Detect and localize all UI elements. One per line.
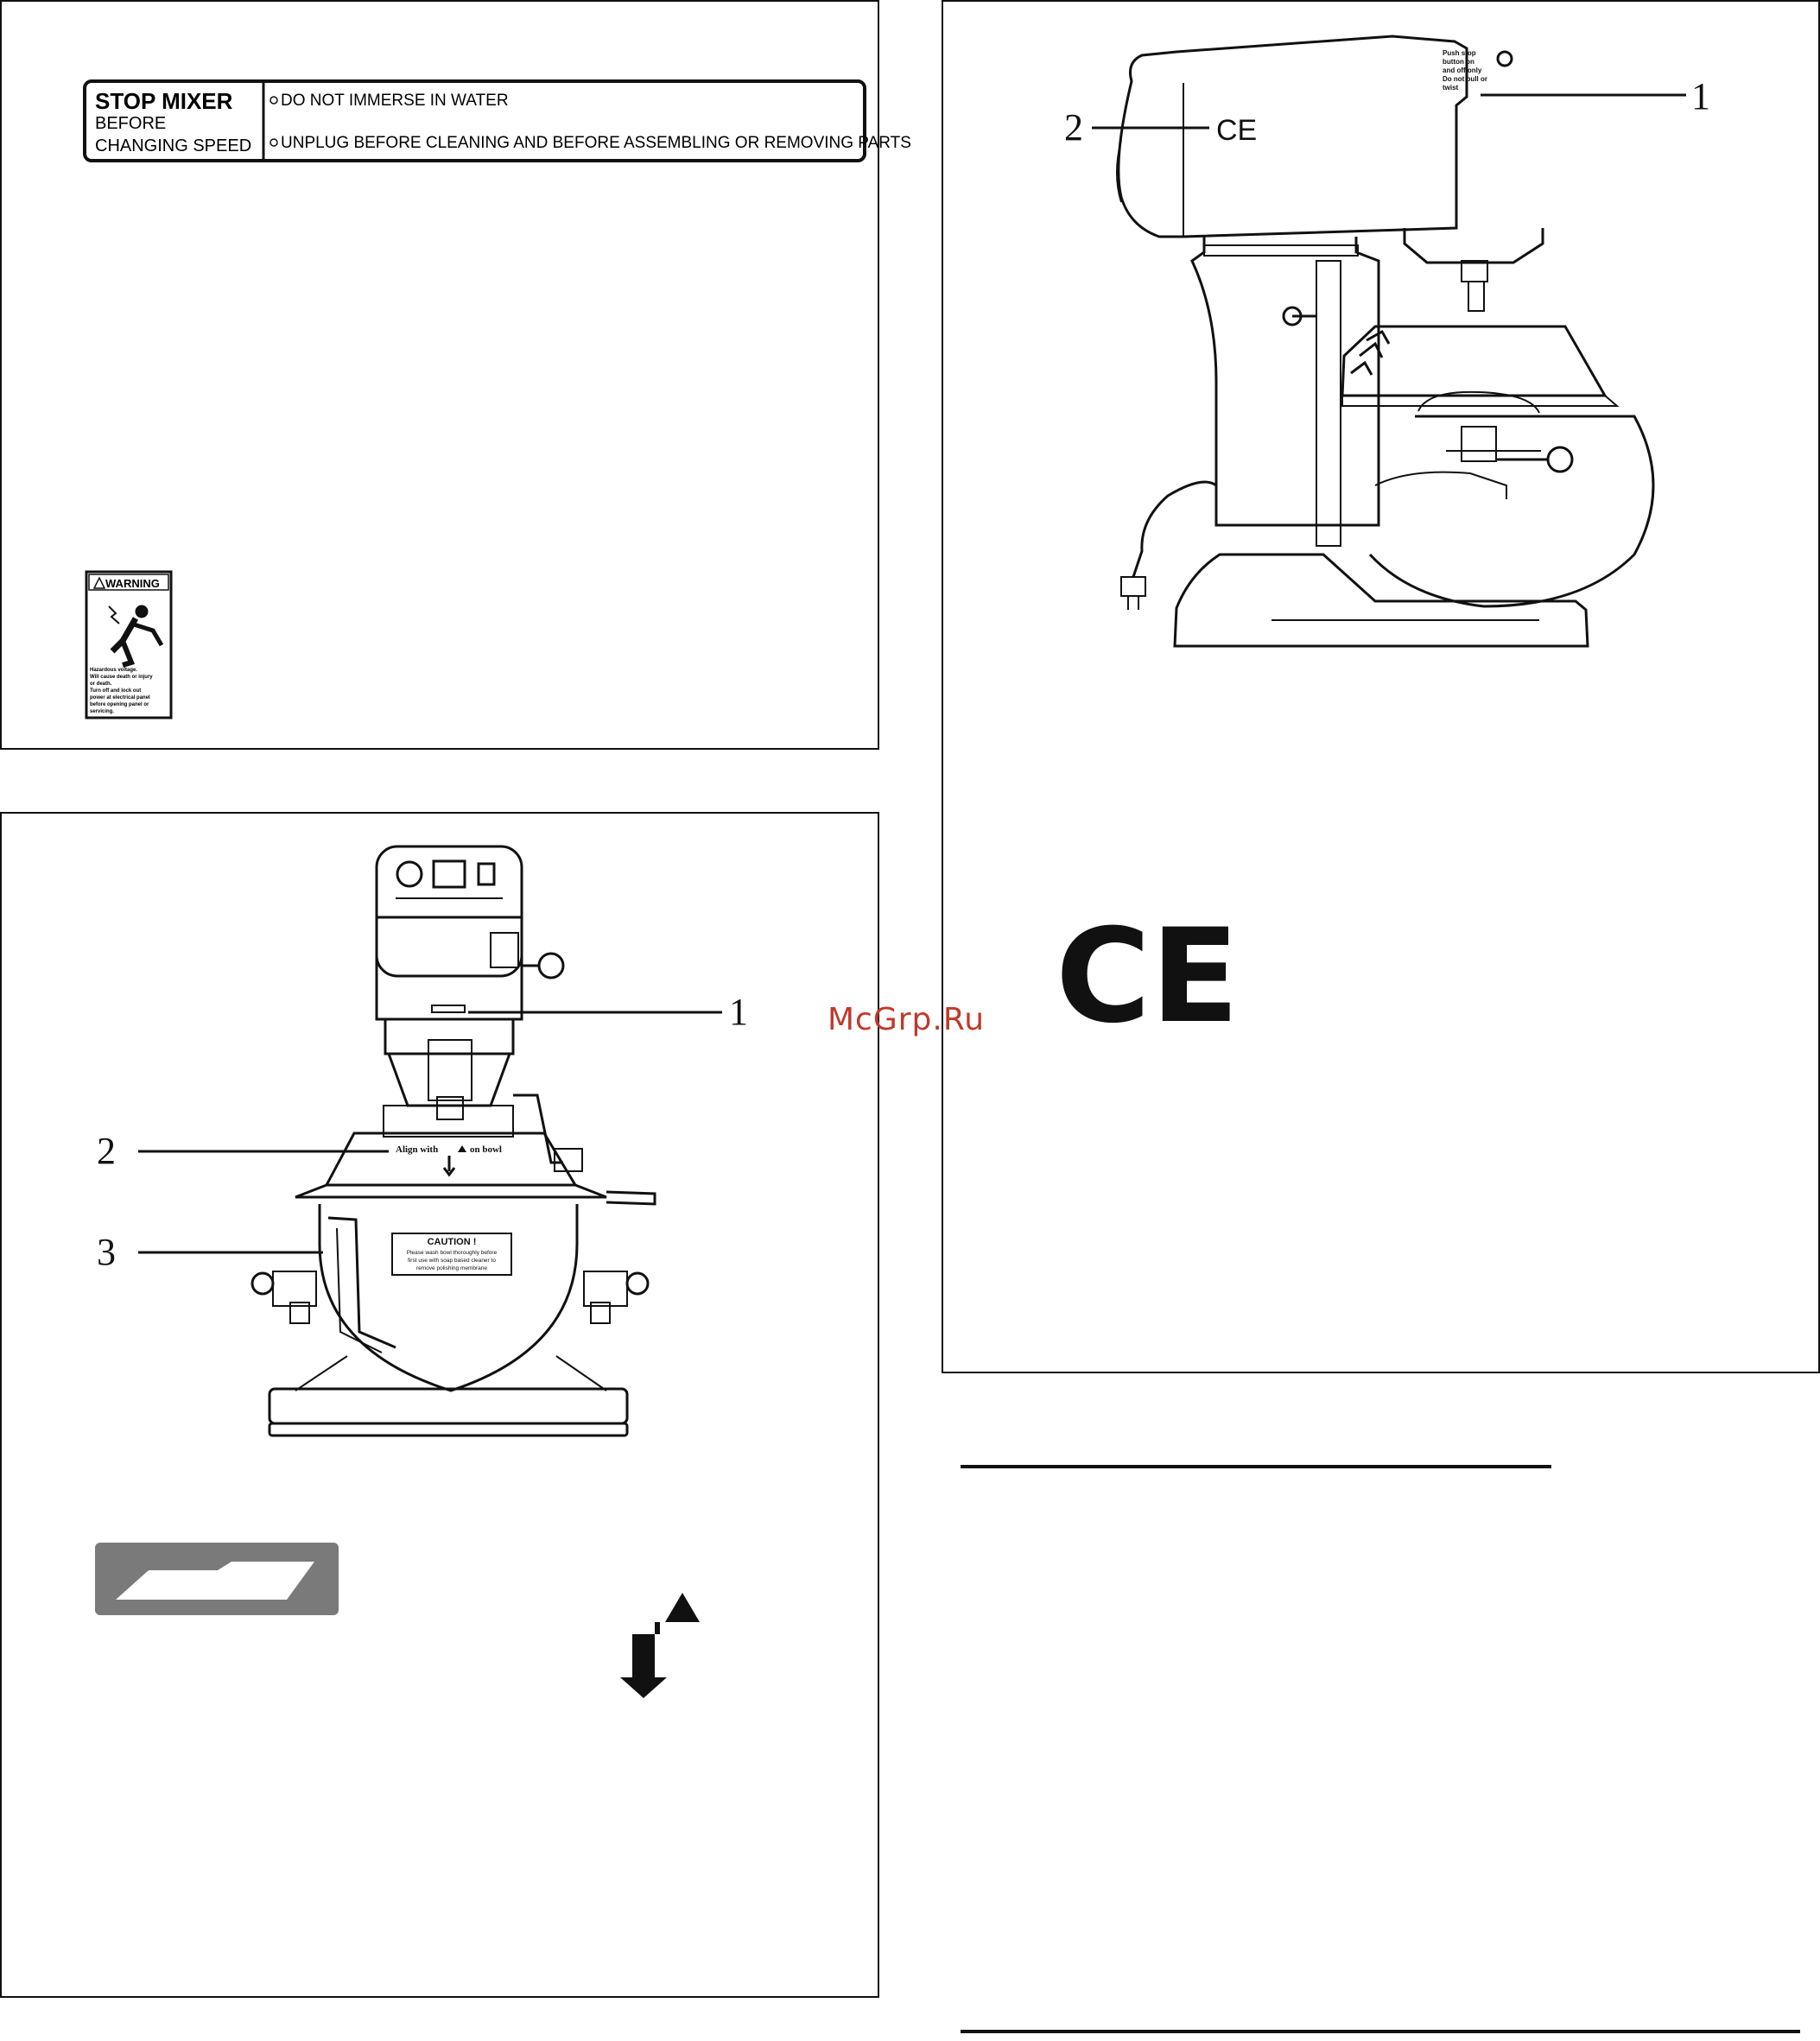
splash-guard-rim (295, 1183, 607, 1199)
side-mixer-base (1173, 553, 1589, 648)
shock-warning-sticker: WARNING Hazardous voltage. Will cause de… (85, 570, 173, 719)
callout-3-number: 3 (97, 1231, 116, 1273)
warning-triangle-icon (92, 576, 106, 589)
rating-plate-badge (95, 1543, 339, 1615)
changing-speed-text: CHANGING SPEED (95, 136, 251, 155)
ce-mark-large: CE (1056, 902, 1240, 1052)
indicator-icon (477, 862, 496, 886)
speed-dial-icon (396, 860, 423, 888)
bullet-icon (270, 138, 278, 147)
guard-tab (606, 1190, 656, 1206)
labels-drawing: STOP MIXER BEFORE CHANGING SPEED DO NOT … (83, 79, 911, 719)
switch-block-icon (432, 859, 466, 889)
left-bowl-clamp (250, 1271, 317, 1324)
do-not-immerse-text: DO NOT IMMERSE IN WATER (281, 92, 509, 110)
shock-line-6: before opening panel or (90, 702, 149, 707)
guard-chute (554, 1148, 583, 1172)
planetary-housing (1403, 228, 1544, 264)
stop-mixer-label-frame (83, 79, 866, 162)
callout-2-number: 2 (97, 1130, 116, 1172)
right-bowl-clamp (583, 1271, 650, 1324)
push-label-line-3: and off only (1443, 67, 1482, 74)
caution-sticker (391, 1233, 512, 1276)
side-splash-guard (1341, 325, 1608, 397)
stop-mixer-text: STOP MIXER (95, 88, 233, 114)
section-rule-top (961, 1465, 1551, 1468)
bowl-lift-handle (513, 1093, 563, 1164)
before-text: BEFORE (95, 114, 166, 133)
head-warning-sticker (490, 932, 519, 968)
caution-line-1: Please wash bowl thoroughly before (407, 1250, 498, 1256)
electric-shock-person-icon (108, 605, 164, 668)
side-callout-2-number: 2 (1064, 106, 1083, 149)
unplug-text: UNPLUG BEFORE CLEANING AND BEFORE ASSEMB… (281, 134, 911, 152)
front-view-drawing: Align with on bowl CAUTION ! Please wash… (95, 845, 748, 1698)
shock-line-3: or death. (90, 681, 112, 687)
mixer-base-foot (268, 1422, 629, 1437)
caution-line-3: remove polishing membrane (416, 1265, 487, 1271)
plug-icon (1120, 576, 1146, 597)
head-front-cap (1116, 139, 1122, 203)
push-label-line-2: button on (1443, 58, 1474, 66)
align-with-text: Align with (396, 1144, 438, 1155)
callout-1-number: 1 (729, 991, 748, 1033)
align-arrows-icon (620, 1593, 700, 1698)
side-view-panel: Push stop button on and off only Do not … (942, 0, 1820, 1373)
guard-teeth (1350, 329, 1391, 376)
push-label-line-1: Push stop (1443, 49, 1476, 57)
mixer-base-top (268, 1387, 629, 1425)
lift-rail (1316, 260, 1341, 547)
mixer-head-top (375, 845, 523, 978)
watermark-text: McGrp.Ru (828, 1002, 986, 1037)
side-callout-1-number: 1 (1691, 75, 1710, 117)
rating-plate (431, 1005, 466, 1013)
mixer-column (1190, 237, 1380, 527)
section-rule-bottom (961, 2030, 1800, 2033)
caution-title: CAUTION ! (428, 1237, 477, 1247)
push-label-line-4: Do not pull or (1443, 75, 1487, 83)
dough-hook (327, 1216, 396, 1349)
shock-line-4: Turn off and lock out (90, 688, 141, 694)
gear-housing (384, 1017, 515, 1055)
attachment-shaft (436, 1096, 464, 1120)
shock-header: WARNING (105, 577, 160, 590)
front-view-panel: Align with on bowl CAUTION ! Please wash… (0, 812, 879, 1998)
side-view-drawing: Push stop button on and off only Do not … (1056, 35, 1710, 1052)
align-arrow-up-icon (458, 1145, 466, 1152)
ce-mark-small: CE (1216, 114, 1257, 147)
stop-button-icon (1496, 50, 1513, 67)
shock-line-5: power at electrical panel (90, 695, 150, 700)
labels-panel: STOP MIXER BEFORE CHANGING SPEED DO NOT … (0, 0, 911, 750)
head-lock-knob (537, 952, 565, 979)
mixer-head-side (1117, 35, 1468, 238)
rating-plate-shape-icon (116, 1562, 314, 1600)
align-arrow-down-icon (442, 1156, 456, 1177)
bowl-arm (1374, 471, 1507, 499)
shock-line-1: Hazardous voltage. (90, 668, 137, 673)
mixing-bowl (318, 1204, 579, 1392)
push-label-line-5: twist (1443, 84, 1459, 92)
caution-line-2: first use with soap based cleaner to (408, 1258, 496, 1264)
side-bowl-clamp-knob (1546, 446, 1574, 473)
shock-line-2: Will cause death or injury (90, 675, 153, 680)
side-mixing-bowl (1368, 415, 1655, 608)
bullet-icon (270, 96, 278, 105)
power-cord (1132, 480, 1217, 578)
shock-line-7: servicing. (90, 709, 114, 714)
on-bowl-text: on bowl (470, 1144, 502, 1155)
beater-shaft (1468, 281, 1485, 312)
splash-guard (324, 1131, 578, 1187)
